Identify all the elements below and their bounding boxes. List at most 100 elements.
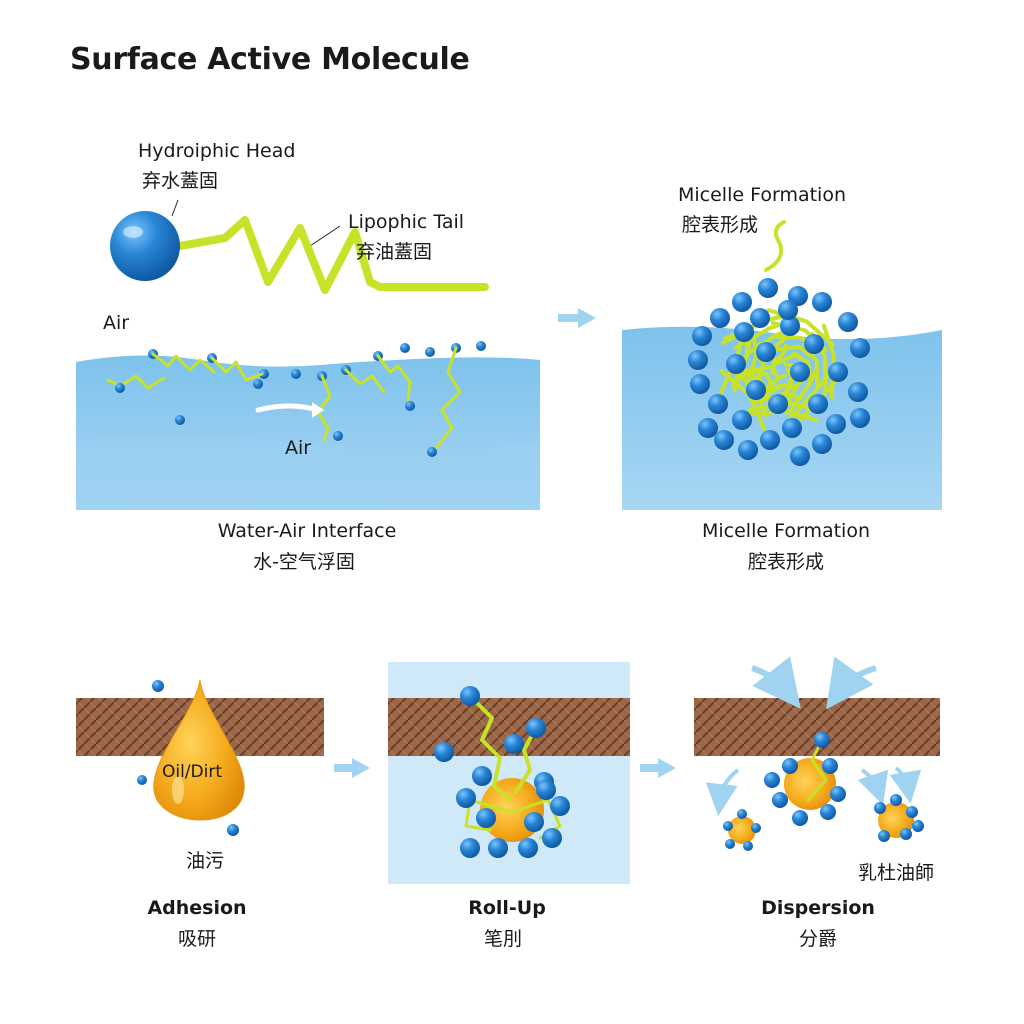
hydrophilic-head-label-cn: 弃水蓋固 (142, 170, 219, 192)
interface-caption-cn: 水-空气浮固 (253, 551, 355, 573)
micelle-head (848, 382, 868, 402)
dispersion-head (906, 806, 918, 818)
dispersion-head (723, 821, 733, 831)
surfactant-tail (468, 694, 512, 802)
micelle-head (826, 414, 846, 434)
arrow-rollup-to-dispersion (640, 758, 676, 778)
rollup-head (456, 788, 476, 808)
surfactant-tail (464, 798, 514, 832)
dispersion-head (814, 732, 830, 748)
dispersion-fabric (694, 698, 940, 756)
arrow-interface-to-micelle (558, 308, 596, 328)
micelle-head (738, 440, 758, 460)
rollup-background (388, 662, 630, 884)
surfactant-head (175, 415, 185, 425)
micelle-head (692, 326, 712, 346)
micelle-head (828, 362, 848, 382)
micelle-head (812, 434, 832, 454)
micelle-head (698, 418, 718, 438)
rollup-head (524, 812, 544, 832)
rollup-head (526, 718, 546, 738)
micelle-head (732, 292, 752, 312)
dispersion-micelles (723, 732, 924, 851)
adhesion-caption: Adhesion (147, 897, 247, 919)
dispersion-head (737, 809, 747, 819)
page-title: Surface Active Molecule (70, 42, 470, 77)
dispersed-oil-small (728, 816, 756, 844)
micelle-head (688, 350, 708, 370)
micelle-head (708, 394, 728, 414)
dispersion-panel (694, 656, 940, 851)
surfactant-tail (210, 356, 264, 382)
surfactant-tail (344, 368, 386, 394)
rollup-surfactants (434, 686, 570, 858)
dispersion-head (912, 820, 924, 832)
micelle-head (780, 316, 800, 336)
rollup-head (460, 686, 480, 706)
dispersion-head (792, 810, 808, 826)
micelle-head (710, 308, 730, 328)
dispersion-head (764, 772, 780, 788)
emulsified-oil-label-cn: 乳杜油師 (858, 862, 935, 884)
dispersion-head (874, 802, 886, 814)
surfactant-tail (434, 346, 462, 450)
micelle-head (768, 394, 788, 414)
rollup-head (504, 734, 524, 754)
dispersed-oil-large (784, 758, 836, 810)
surfactant-tail (118, 374, 166, 390)
lipophilic-tail (176, 216, 489, 294)
surfactant-tail (821, 323, 836, 400)
head-leader-line (171, 199, 179, 217)
rollup-head (536, 780, 556, 800)
dispersion-head (772, 792, 788, 808)
rollup-head (550, 796, 570, 816)
rollup-head (460, 838, 480, 858)
rollup-panel (388, 662, 630, 884)
micelle-caption-cn: 腔表形成 (747, 551, 825, 573)
micelle-top-label-cn: 腔表形成 (682, 214, 759, 236)
micelle-head (778, 300, 798, 320)
micelle-head (790, 362, 810, 382)
dispersion-head (822, 758, 838, 774)
surfactant-tail (376, 354, 412, 402)
surfactant-head (405, 401, 415, 411)
micelle-water (622, 326, 942, 510)
lipophilic-tail-label: Lipophic Tail (348, 211, 465, 233)
surfactant-tail (740, 409, 819, 423)
interface-caption: Water-Air Interface (217, 520, 397, 542)
micelle-head (734, 322, 754, 342)
micelle-head (746, 380, 766, 400)
surfactant-head (259, 369, 269, 379)
micelle-cluster (688, 278, 870, 466)
rollup-caption-cn: 笔刖 (483, 928, 523, 950)
rollup-head (542, 828, 562, 848)
micelle-head (732, 410, 752, 430)
surfactant-head (291, 369, 301, 379)
tail-leader-line (309, 225, 341, 247)
micelle-head (726, 354, 746, 374)
dispersion-head (751, 823, 761, 833)
surfactant-tail (736, 366, 771, 405)
surfactant-head (253, 379, 263, 389)
surfactant-tail (774, 344, 813, 359)
surfactant-tail (514, 726, 538, 794)
surfactant-head (115, 383, 125, 393)
rollup-head (472, 766, 492, 786)
oil-dirt-label: Oil/Dirt (162, 762, 223, 782)
oil-dirt-label-cn: 油污 (186, 850, 225, 872)
surfactant-head (333, 431, 343, 441)
micelle-head (812, 292, 832, 312)
dispersion-head (900, 828, 912, 840)
arrow-adhesion-to-rollup (334, 758, 370, 778)
micelle-head (850, 338, 870, 358)
rollup-head (518, 838, 538, 858)
micelle-head (714, 430, 734, 450)
hydrophilic-head (110, 211, 180, 281)
micelle-head (782, 418, 802, 438)
adhesion-caption-cn: 吸研 (177, 928, 217, 950)
dispersion-head (878, 830, 890, 842)
micelle-top-label: Micelle Formation (678, 184, 846, 206)
surfactant-tail (151, 352, 216, 374)
surfactant-tail (744, 368, 777, 393)
